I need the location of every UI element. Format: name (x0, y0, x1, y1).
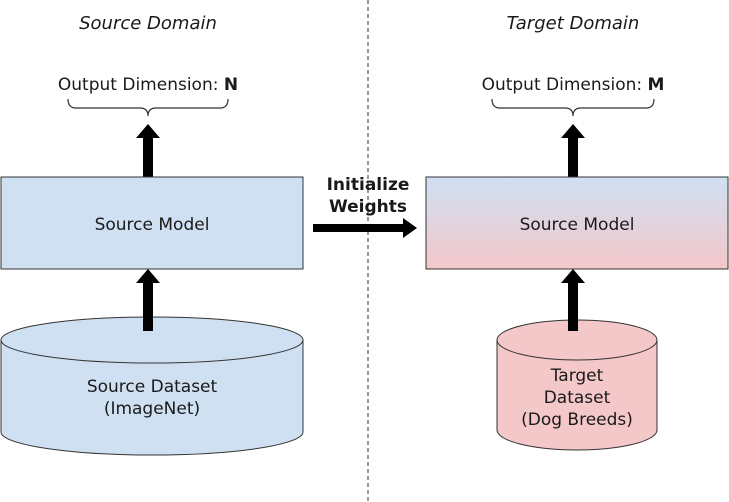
source-output-brace (67, 98, 229, 117)
source-output-dimension: Output Dimension: N (58, 75, 238, 95)
target-output-brace (491, 98, 655, 117)
source-input-arrow-shaft (143, 283, 153, 331)
transfer-arrow-head (403, 218, 417, 238)
target-dataset-label-line-3: (Dog Breeds) (521, 410, 633, 430)
initialize-weights-line-1: Initialize (327, 175, 410, 195)
source-model-label: Source Model (95, 215, 210, 235)
target-output-arrow-shaft (568, 138, 578, 178)
source-output-label: Output Dimension: (58, 75, 224, 95)
source-output-arrow-shaft (143, 138, 153, 178)
target-model-box (425, 176, 729, 270)
target-input-arrow-shaft (568, 283, 578, 331)
source-input-arrow-head (136, 269, 160, 283)
target-domain-title: Target Domain (507, 13, 640, 34)
source-domain-title: Source Domain (79, 13, 217, 34)
target-output-arrow-head (561, 124, 585, 138)
source-model-box (0, 176, 304, 270)
target-model-label: Source Model (520, 215, 635, 235)
initialize-weights-line-2: Weights (329, 197, 407, 217)
target-input-arrow-head (561, 269, 585, 283)
source-output-value: N (224, 75, 238, 95)
source-dataset-label-line-2: (ImageNet) (104, 399, 200, 419)
source-dataset-cylinder (0, 340, 304, 456)
target-output-value: M (648, 75, 665, 95)
target-output-label: Output Dimension: (482, 75, 648, 95)
target-dataset-cylinder (496, 340, 658, 451)
target-dataset-label-line-1: Target (550, 366, 604, 386)
target-output-dimension: Output Dimension: M (482, 75, 665, 95)
transfer-arrow-shaft (313, 224, 405, 232)
target-dataset-label-line-2: Dataset (544, 388, 611, 408)
source-dataset-label-line-1: Source Dataset (87, 377, 218, 397)
source-output-arrow-head (136, 124, 160, 138)
